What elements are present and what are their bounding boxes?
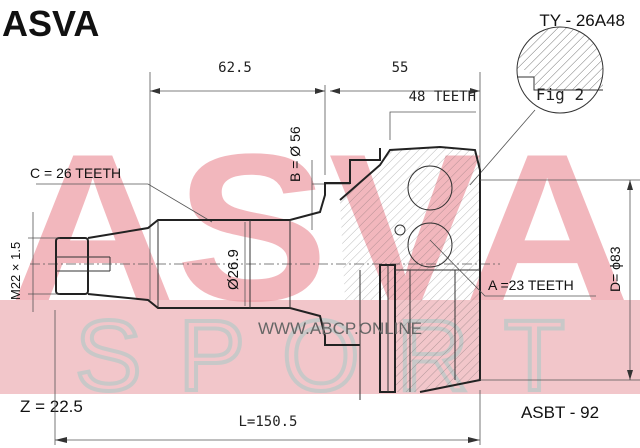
watermark: ASVA SPORT [0, 110, 640, 414]
watermark-url: WWW.ABCP.ONLINE [258, 319, 422, 338]
z-label: Z = 22.5 [20, 397, 83, 416]
dim-55: 55 [392, 60, 409, 76]
abs-teeth-label: 48 TEETH [409, 89, 476, 105]
d-diameter-label: D= ϕ83 [607, 246, 623, 292]
part-number: TY - 26A48 [539, 11, 625, 30]
fig2-label: Fig 2 [536, 85, 584, 104]
top-dimensions: 62.5 55 48 TEETH [149, 60, 481, 300]
b-diameter-label: B = Ø 56 [287, 126, 303, 182]
dim-62-5: 62.5 [218, 60, 252, 76]
watermark-asva: ASVA [10, 110, 630, 345]
brand-logo: ASVA [2, 3, 99, 44]
a-teeth-label: A =23 TEETH [488, 277, 574, 293]
shaft-diameter-label: Ø26.9 [225, 249, 242, 290]
asbt-code: ASBT - 92 [521, 403, 599, 422]
total-length-label: L=150.5 [238, 414, 297, 430]
outer-race [339, 145, 481, 400]
c-teeth-label: C = 26 TEETH [30, 165, 121, 181]
thread-label: M22 × 1.5 [8, 242, 23, 300]
